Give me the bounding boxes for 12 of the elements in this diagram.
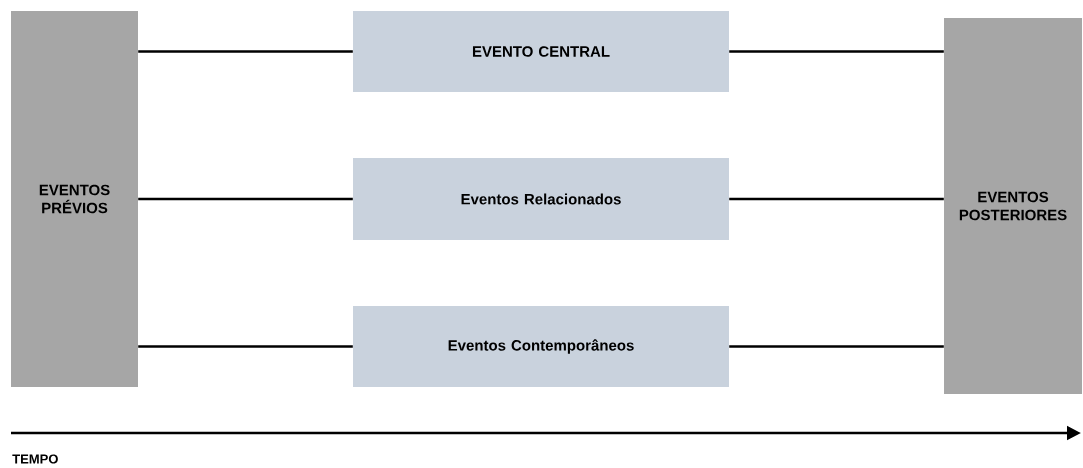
connector-line <box>729 197 944 201</box>
connector-line <box>138 345 353 348</box>
connector-line <box>138 50 353 53</box>
side-panel: EVENTOS PRÉVIOS <box>11 11 138 387</box>
event-box: Eventos Relacionados <box>353 158 729 240</box>
event-box: Eventos Contemporâneos <box>353 306 729 387</box>
event-box: EVENTO CENTRAL <box>353 11 729 92</box>
connector-line <box>729 345 944 348</box>
side-panel: EVENTOS POSTERIORES <box>944 18 1082 394</box>
connector-line <box>138 197 353 201</box>
connector-line <box>729 50 944 53</box>
axis-label: TEMPO <box>12 454 58 464</box>
